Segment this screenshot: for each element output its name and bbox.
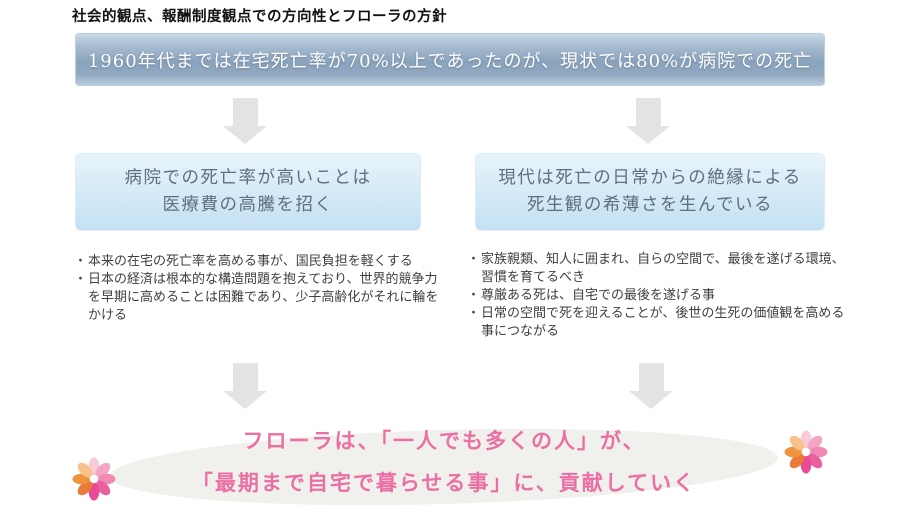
list-item: ・ 家族親類、知人に囲まれ、自らの空間で、最後を遂げる環境、習慣を育てるべき	[467, 251, 849, 287]
bullet-marker: ・	[74, 272, 88, 287]
bullet-text: 日本の経済は根本的な構造問題を抱えており、世界的競争力を早期に高めることは困難で…	[88, 272, 439, 323]
headline-banner: 1960年代までは在宅死亡率が70%以上であったのが、現状では80%が病院での死…	[75, 33, 825, 86]
bullet-text: 家族親類、知人に囲まれ、自らの空間で、最後を遂げる環境、習慣を育てるべき	[481, 252, 845, 285]
bullet-text: 日常の空間で死を迎えることが、後世の生死の価値観を高める事につながる	[481, 306, 845, 339]
list-item: ・ 本来の在宅の死亡率を高める事が、国民負担を軽くする	[74, 253, 446, 271]
down-arrow-stem	[232, 98, 258, 126]
flower-icon	[784, 430, 828, 474]
down-arrow-head	[626, 126, 670, 144]
flower-icon	[72, 457, 116, 501]
down-arrow-head	[629, 391, 673, 409]
left-issue-box: 病院での死亡率が高いことは 医療費の高騰を招く	[75, 153, 421, 231]
down-arrow-icon	[223, 363, 267, 409]
down-arrow-stem	[638, 363, 664, 391]
down-arrow-head	[223, 126, 267, 144]
right-issue-box: 現代は死亡の日常からの絶縁による 死生観の希薄さを生んでいる	[475, 153, 825, 231]
down-arrow-icon	[626, 98, 670, 144]
conclusion-line1: フローラは、「一人でも多くの人」が、	[242, 428, 646, 453]
bullet-marker: ・	[74, 254, 88, 269]
conclusion-statement: フローラは、「一人でも多くの人」が、 「最期まで自宅で暮らせる事」に、貢献してい…	[110, 420, 778, 504]
right-bullet-list: ・ 家族親類、知人に囲まれ、自らの空間で、最後を遂げる環境、習慣を育てるべき ・…	[467, 251, 849, 341]
down-arrow-icon	[223, 98, 267, 144]
headline-banner-text: 1960年代までは在宅死亡率が70%以上であったのが、現状では80%が病院での死…	[87, 50, 813, 72]
right-issue-box-line2: 死生観の希薄さを生んでいる	[526, 195, 774, 215]
bullet-marker: ・	[467, 306, 481, 321]
list-item: ・ 日本の経済は根本的な構造問題を抱えており、世界的競争力を早期に高めることは困…	[74, 271, 446, 325]
bullet-marker: ・	[467, 252, 481, 267]
list-item: ・ 尊厳ある死は、自宅での最後を遂げる事	[467, 287, 849, 305]
left-bullet-list: ・ 本来の在宅の死亡率を高める事が、国民負担を軽くする ・ 日本の経済は根本的な…	[74, 253, 446, 325]
left-issue-box-line1: 病院での死亡率が高いことは	[124, 167, 372, 188]
right-issue-box-line1: 現代は死亡の日常からの絶縁による	[498, 167, 802, 188]
down-arrow-icon	[629, 363, 673, 409]
bullet-marker: ・	[467, 288, 481, 303]
bullet-text: 本来の在宅の死亡率を高める事が、国民負担を軽くする	[88, 254, 413, 269]
down-arrow-stem	[635, 98, 661, 126]
down-arrow-head	[223, 391, 267, 409]
list-item: ・ 日常の空間で死を迎えることが、後世の生死の価値観を高める事につながる	[467, 305, 849, 341]
bullet-text: 尊厳ある死は、自宅での最後を遂げる事	[481, 288, 716, 303]
left-issue-box-line2: 医療費の高騰を招く	[162, 195, 334, 215]
conclusion-line2: 「最期まで自宅で暮らせる事」に、貢献していく	[191, 470, 697, 495]
page-title: 社会的観点、報酬制度観点での方向性とフローラの方針	[72, 8, 447, 25]
down-arrow-stem	[232, 363, 258, 391]
